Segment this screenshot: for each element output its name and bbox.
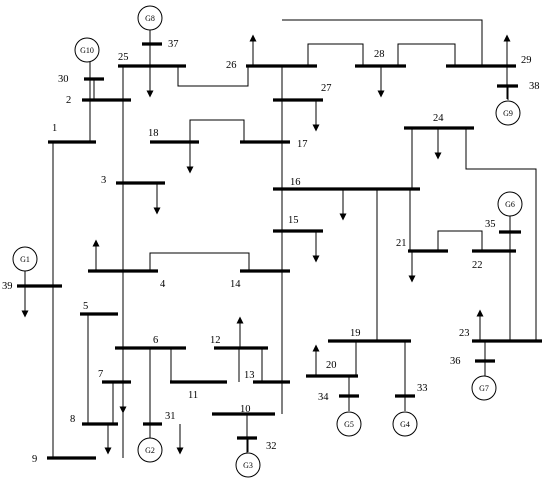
bus-labels: 1234567891011121314151617181920212223242… [2,39,540,465]
bus-label-17: 17 [297,139,308,150]
bus-label-31: 31 [165,411,176,422]
bus-label-3: 3 [101,175,106,186]
bus-label-4: 4 [160,279,166,290]
bus-label-27: 27 [321,83,332,94]
generator-label: G6 [505,200,515,209]
generator-g5: G5 [336,411,362,437]
bus-label-32: 32 [266,441,277,452]
bus-label-20: 20 [326,360,337,371]
bus-label-6: 6 [153,335,158,346]
generator-label: G4 [400,420,410,429]
generator-g2: G2 [137,437,163,463]
bus-label-13: 13 [244,370,255,381]
bus-label-19: 19 [350,328,361,339]
generator-label: G5 [344,420,354,429]
branch-line [189,119,245,142]
bus-label-35: 35 [485,219,496,230]
bus-label-25: 25 [118,52,129,63]
generator-label: G7 [479,384,489,393]
bus-label-36: 36 [450,356,461,367]
bus-label-39: 39 [2,281,13,292]
generator-circle [12,246,38,272]
generator-circle [235,452,261,478]
bus-label-28: 28 [374,49,385,60]
generator-circle [497,191,523,217]
bus-label-37: 37 [168,39,179,50]
generator-circle [74,37,100,63]
bus-label-2: 2 [66,95,71,106]
branch-line [307,43,364,66]
generator-circle [137,437,163,463]
bus-label-30: 30 [58,74,69,85]
bus-label-29: 29 [521,55,532,66]
generator-circle [471,375,497,401]
generator-g3: G3 [235,452,261,478]
bus-label-10: 10 [240,404,251,415]
buses [17,42,542,460]
bus-label-12: 12 [210,335,221,346]
bus-label-14: 14 [230,279,241,290]
generator-g1: G1 [12,246,38,272]
generator-label: G9 [503,109,513,118]
generator-label: G1 [20,255,30,264]
generator-label: G8 [145,14,155,23]
generator-label: G2 [145,446,155,455]
bus-label-23: 23 [459,328,470,339]
bus-label-11: 11 [188,390,198,401]
bus-label-33: 33 [417,383,428,394]
bus-label-24: 24 [433,113,444,124]
generator-g6: G6 [497,191,523,217]
transmission-lines [24,19,537,458]
bus-label-21: 21 [396,238,407,249]
generator-circle [495,100,521,126]
branch-line [397,43,456,66]
generator-g9: G9 [495,100,521,126]
generator-circle [392,411,418,437]
bus-label-34: 34 [318,392,329,403]
bus-label-15: 15 [288,215,299,226]
bus-label-26: 26 [226,60,237,71]
branch-line [437,230,483,251]
branch-line [282,19,483,66]
generator-g8: G8 [137,5,163,31]
branch-line [149,252,250,271]
generator-label: G10 [80,46,94,55]
generator-g10: G10 [74,37,100,63]
bus-label-9: 9 [32,454,37,465]
bus-label-8: 8 [70,414,75,425]
generator-g7: G7 [471,375,497,401]
branch-line [177,66,249,87]
generator-g4: G4 [392,411,418,437]
generator-circle [137,5,163,31]
generator-label: G3 [243,461,253,470]
loads [21,34,511,455]
bus-label-22: 22 [472,260,483,271]
bus-label-7: 7 [98,369,103,380]
bus-label-18: 18 [148,128,159,139]
bus-label-1: 1 [52,123,57,134]
branch-line [465,128,537,341]
bus-label-16: 16 [290,177,301,188]
generator-circle [336,411,362,437]
bus-label-38: 38 [529,81,540,92]
bus-label-5: 5 [83,301,88,312]
